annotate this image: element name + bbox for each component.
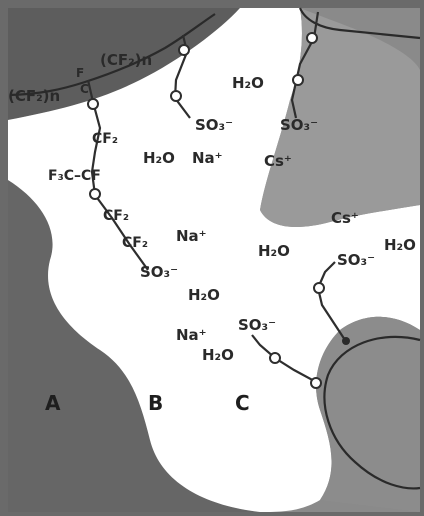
label-sulfonate-1: SO₃⁻ [195, 116, 233, 134]
ether-oxygen-icon [178, 44, 190, 56]
ether-oxygen-icon [87, 98, 99, 110]
ether-oxygen-icon [269, 352, 281, 364]
label-sodium-3: Na⁺ [176, 326, 207, 344]
label-water-3: H₂O [258, 242, 290, 260]
label-f-atom: F [76, 66, 84, 80]
region-label-b: B [148, 391, 163, 415]
label-water-1: H₂O [232, 74, 264, 92]
label-cesium-1: Cs⁺ [264, 152, 292, 170]
label-water-6: H₂O [202, 346, 234, 364]
label-sulfonate-3: SO₃⁻ [140, 263, 178, 281]
label-c-atom: C [80, 82, 89, 96]
label-cf2-n-left: (CF₂)n [8, 87, 60, 105]
ionic-cluster-region-b [8, 8, 420, 512]
chain-junction-dot-icon [342, 337, 350, 345]
label-cf2-n-top: (CF₂)n [100, 51, 152, 69]
label-sulfonate-2: SO₃⁻ [280, 116, 318, 134]
ether-oxygen-icon [292, 74, 304, 86]
label-water-4: H₂O [384, 236, 416, 254]
ether-oxygen-icon [306, 32, 318, 44]
label-cf2-b: CF₂ [103, 208, 129, 224]
ether-oxygen-icon [170, 90, 182, 102]
ether-oxygen-icon [310, 377, 322, 389]
region-a-fluorocarbon [8, 180, 260, 512]
polymer-chain-loop-lower-right [323, 335, 421, 490]
polymer-chain-top-right [298, 7, 421, 40]
ether-oxygen-icon [89, 188, 101, 200]
polymer-backbone-top-left [9, 13, 216, 97]
side-chain-bonds-left [86, 79, 149, 271]
label-sulfonate-5: SO₃⁻ [238, 316, 276, 334]
label-sodium-2: Na⁺ [176, 227, 207, 245]
region-label-a: A [45, 391, 61, 415]
label-water-5: H₂O [188, 286, 220, 304]
label-water-2: H₂O [143, 149, 175, 167]
label-sulfonate-4: SO₃⁻ [337, 251, 375, 269]
label-cf2-a: CF₂ [92, 131, 118, 147]
label-f3c-cf: F₃C–CF [48, 168, 101, 184]
label-cesium-2: Cs⁺ [331, 209, 359, 227]
label-cf2-c: CF₂ [122, 235, 148, 251]
polymer-blob-lower-right [316, 316, 420, 512]
ether-oxygen-icon [313, 282, 325, 294]
label-sodium-1: Na⁺ [192, 149, 223, 167]
region-label-c: C [235, 391, 250, 415]
